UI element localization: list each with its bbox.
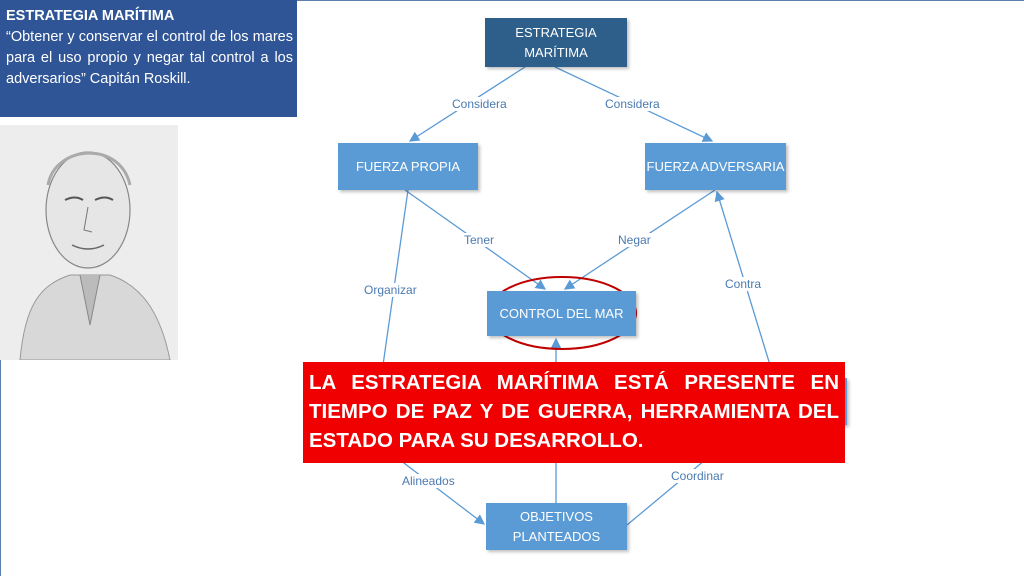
node-control-del-mar: CONTROL DEL MAR [487, 291, 636, 336]
slide-border [0, 360, 1, 576]
quote-text: “Obtener y conservar el control de los m… [6, 29, 293, 87]
edge-label-organizar: Organizar [362, 283, 419, 297]
node-estrategia-maritima: ESTRATEGIA MARÍTIMA [485, 18, 627, 67]
edge-label-coordinar: Coordinar [669, 469, 726, 483]
node-fuerza-adversaria: FUERZA ADVERSARIA [645, 143, 786, 190]
edge-label-negar: Negar [616, 233, 653, 247]
edge-label-tener: Tener [462, 233, 497, 247]
node-objetivos-planteados: OBJETIVOS PLANTEADOS [486, 503, 627, 550]
portrait-sketch [0, 125, 178, 361]
node-fuerza-propia: FUERZA PROPIA [338, 143, 478, 190]
callout-box: LA ESTRATEGIA MARÍTIMA ESTÁ PRESENTE EN … [303, 362, 845, 463]
slide-border [297, 0, 1024, 1]
edge-label-contra: Contra [723, 277, 764, 291]
quote-box: ESTRATEGIA MARÍTIMA “Obtener y conservar… [0, 0, 297, 117]
quote-title: ESTRATEGIA MARÍTIMA [6, 8, 175, 24]
edge-label-considera: Considera [603, 97, 662, 111]
edge-label-considera: Considera [450, 97, 509, 111]
edge-label-alineados: Alineados [400, 474, 457, 488]
